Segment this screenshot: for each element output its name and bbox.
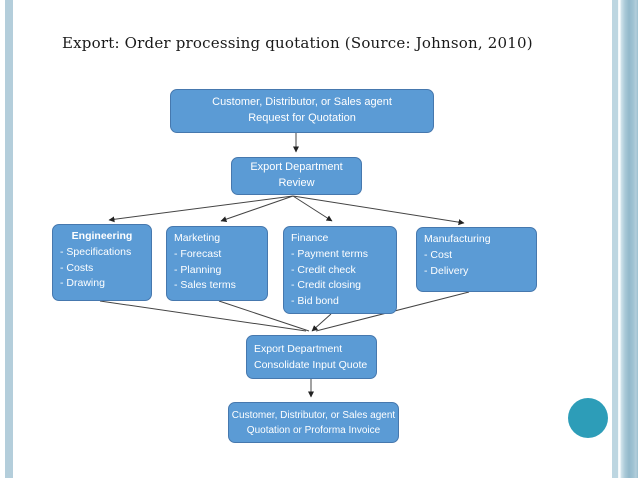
node-item: - Specifications xyxy=(60,245,132,258)
flow-node-consolidate: Export Department Consolidate Input Quot… xyxy=(246,335,377,379)
node-title: Finance xyxy=(291,232,329,244)
line-finance-to-consolidate xyxy=(311,313,332,332)
teal-circle-decoration xyxy=(568,398,608,438)
arrow-review-to-finance xyxy=(292,195,333,222)
left-accent-bar xyxy=(5,0,13,478)
right-stripe-decoration xyxy=(610,0,638,478)
slide-title: Export: Order processing quotation (Sour… xyxy=(62,34,533,52)
node-item: - Drawing xyxy=(60,277,105,290)
node-item: - Delivery xyxy=(424,264,469,277)
node-item: - Planning xyxy=(174,263,222,276)
node-item: - Payment terms xyxy=(291,247,369,260)
arrow-review-to-engineering xyxy=(108,195,294,223)
node-line: Consolidate Input Quote xyxy=(254,358,368,371)
node-item: - Forecast xyxy=(174,247,222,260)
node-item: - Sales terms xyxy=(174,279,236,292)
flow-node-request: Customer, Distributor, or Sales agent Re… xyxy=(170,89,434,133)
node-title: Marketing xyxy=(174,232,221,244)
node-line: Export Department xyxy=(254,343,343,355)
node-item: - Credit check xyxy=(291,263,356,276)
node-item: - Costs xyxy=(60,261,94,274)
flow-node-manufacturing: Manufacturing - Cost - Delivery xyxy=(416,227,537,292)
flow-node-finance: Finance - Payment terms - Credit check -… xyxy=(283,226,397,314)
flow-node-engineering: Engineering - Specifications - Costs - D… xyxy=(52,224,152,301)
node-line: Request for Quotation xyxy=(248,112,356,124)
flow-node-review: Export Department Review xyxy=(231,157,362,195)
node-line: Review xyxy=(278,177,315,189)
node-title: Manufacturing xyxy=(424,233,491,245)
node-item: - Credit closing xyxy=(291,279,362,292)
node-title: Engineering xyxy=(71,230,133,242)
line-engineering-to-consolidate xyxy=(99,300,307,332)
arrow-review-to-marketing xyxy=(220,195,294,223)
node-line: Quotation or Proforma Invoice xyxy=(246,424,381,436)
node-item: - Bid bond xyxy=(291,295,339,307)
arrow-review-to-manufacturing xyxy=(292,195,465,226)
node-line: Customer, Distributor, or Sales agent xyxy=(231,409,396,421)
flow-node-quotation: Customer, Distributor, or Sales agent Qu… xyxy=(228,402,399,443)
node-line: Customer, Distributor, or Sales agent xyxy=(212,96,392,109)
node-item: - Cost xyxy=(424,248,453,261)
flow-node-marketing: Marketing - Forecast - Planning - Sales … xyxy=(166,226,268,301)
node-line: Export Department xyxy=(250,161,343,174)
